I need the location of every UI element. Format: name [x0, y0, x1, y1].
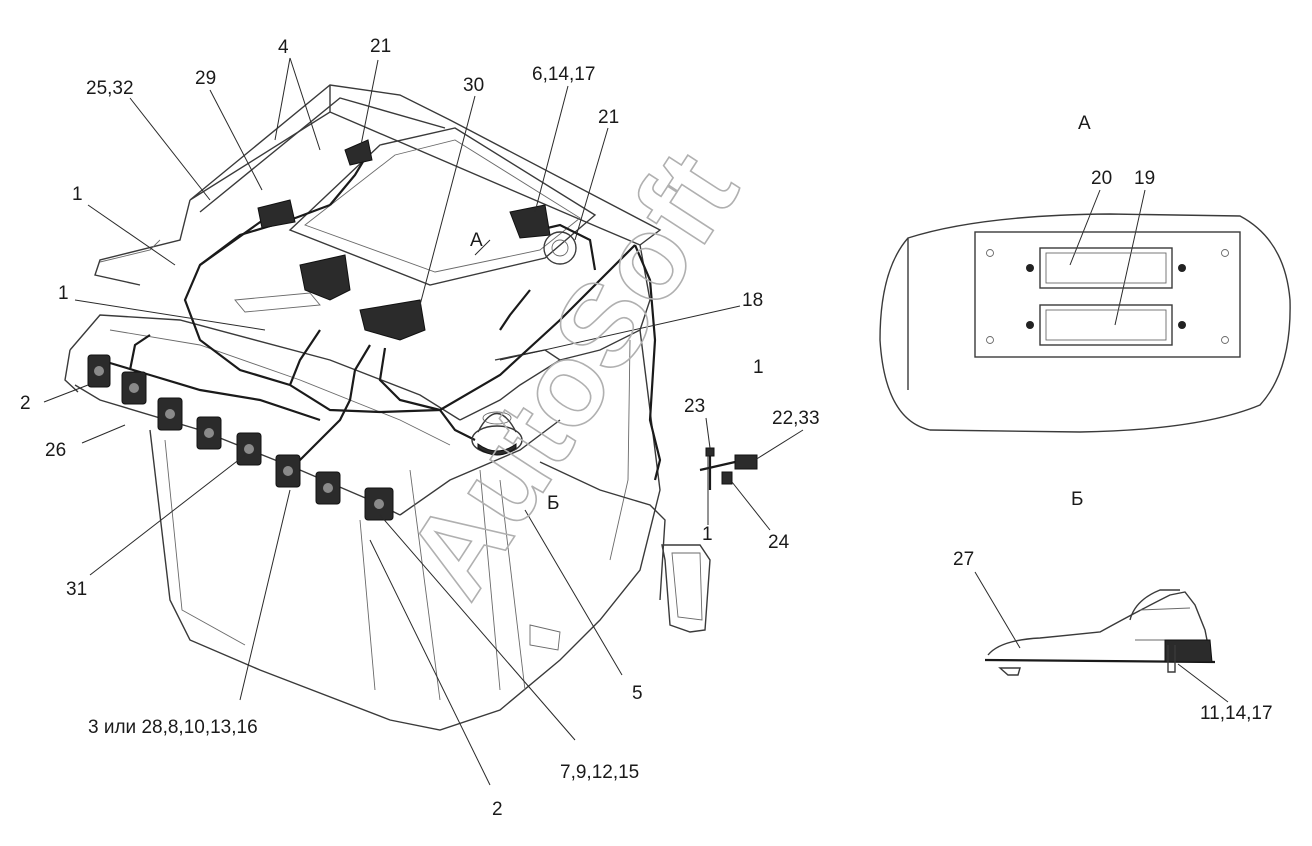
view-a-title: А — [1078, 113, 1091, 134]
callout-27: 27 — [953, 549, 974, 570]
callout-20: 20 — [1091, 168, 1112, 189]
callout-30: 30 — [463, 75, 484, 96]
callout-1-right: 1 — [753, 357, 764, 378]
callout-7-9-12-15: 7,9,12,15 — [560, 762, 639, 783]
callout-6-14-17: 6,14,17 — [532, 64, 595, 85]
callout-2-left: 2 — [20, 393, 31, 414]
callout-19: 19 — [1134, 168, 1155, 189]
cab-main-view — [64, 84, 758, 731]
detail-view-a: А 20 19 — [879, 113, 1291, 433]
callout-11-14-17: 11,14,17 — [1200, 703, 1273, 724]
callout-5: 5 — [632, 683, 643, 704]
callout-18: 18 — [742, 290, 763, 311]
marker-b: Б — [547, 493, 559, 514]
callout-22-33: 22,33 — [772, 408, 820, 429]
callout-1-mid: 1 — [58, 283, 69, 304]
callout-29: 29 — [195, 68, 216, 89]
callout-21-right: 21 — [598, 107, 619, 128]
view-b-title: Б — [1071, 489, 1083, 510]
callout-4: 4 — [278, 37, 289, 58]
callout-1-top: 1 — [72, 184, 83, 205]
callout-26: 26 — [45, 440, 66, 461]
callout-3-or-28: 3 или 28,8,10,13,16 — [88, 717, 258, 738]
detail-view-b: Б 27 11,14,17 — [953, 489, 1273, 724]
leader-lines — [43, 57, 804, 786]
callout-21-top: 21 — [370, 36, 391, 57]
callout-24: 24 — [768, 532, 790, 553]
callout-1-bottom: 1 — [702, 524, 713, 545]
autosoft-watermark: AutoSoft — [381, 130, 763, 620]
marker-a: А — [470, 230, 483, 251]
callout-25-32: 25,32 — [86, 78, 134, 99]
work-lamps — [87, 354, 394, 521]
callout-23: 23 — [684, 396, 705, 417]
callout-31: 31 — [66, 579, 87, 600]
main-labels: 4 21 25,32 29 30 6,14,17 21 1 А 1 18 1 2… — [20, 36, 820, 820]
callout-2-bottom: 2 — [492, 799, 503, 820]
